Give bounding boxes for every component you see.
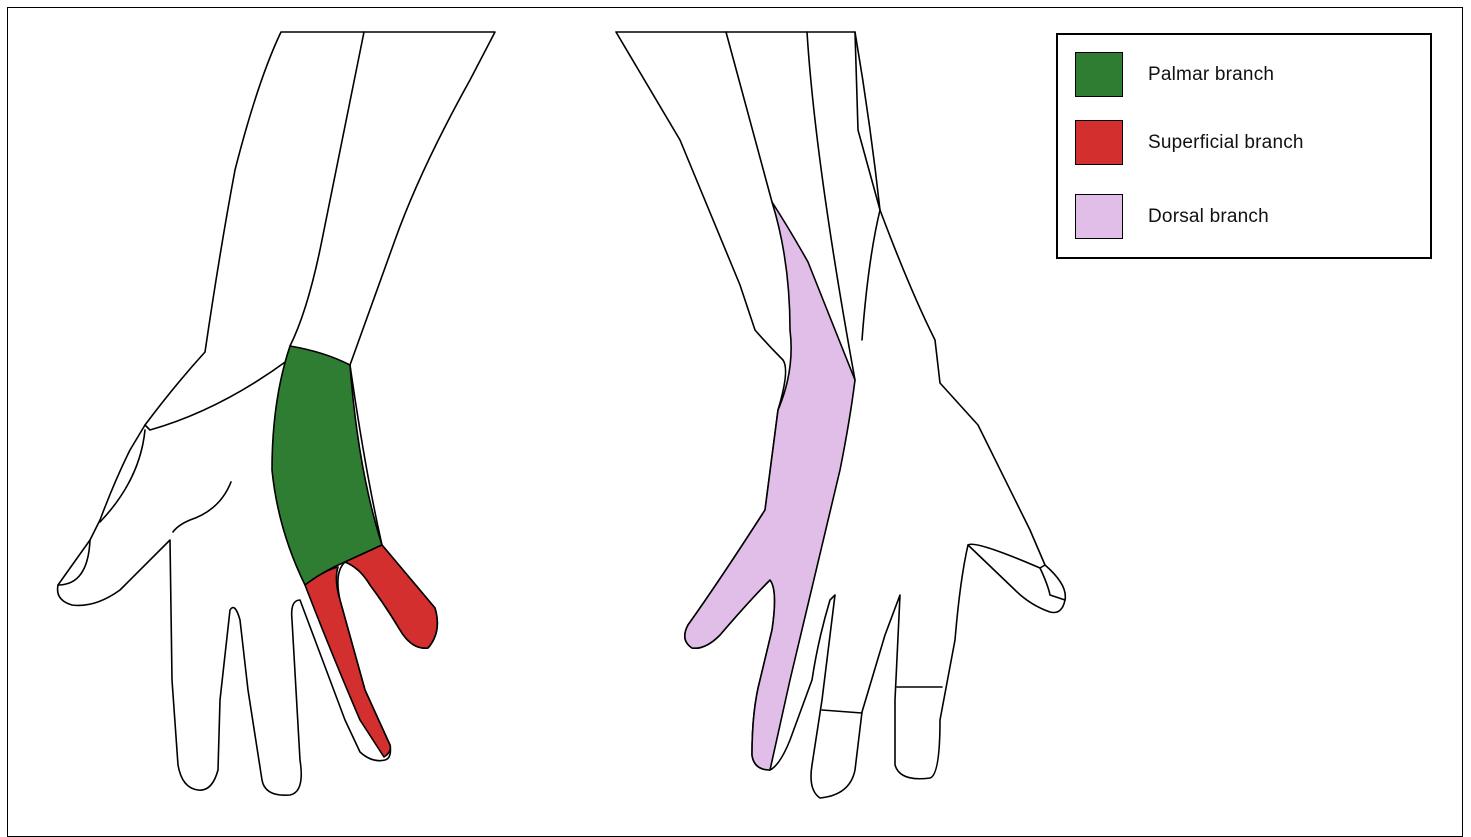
legend-item-superficial: Superficial branch <box>1075 120 1304 165</box>
legend-swatch-superficial <box>1075 120 1123 165</box>
legend-label-superficial: Superficial branch <box>1148 132 1304 154</box>
legend-label-palmar: Palmar branch <box>1148 64 1274 86</box>
legend-swatch-palmar <box>1075 52 1123 97</box>
legend-item-dorsal: Dorsal branch <box>1075 194 1269 239</box>
legend-item-palmar: Palmar branch <box>1075 52 1274 97</box>
palmar-view-hand <box>58 32 495 795</box>
dorsal-view-hand <box>616 32 1065 798</box>
legend-swatch-dorsal <box>1075 194 1123 239</box>
superficial-branch-finger-region <box>345 545 437 648</box>
legend: Palmar branch Superficial branch Dorsal … <box>1056 33 1432 259</box>
legend-label-dorsal: Dorsal branch <box>1148 206 1269 228</box>
